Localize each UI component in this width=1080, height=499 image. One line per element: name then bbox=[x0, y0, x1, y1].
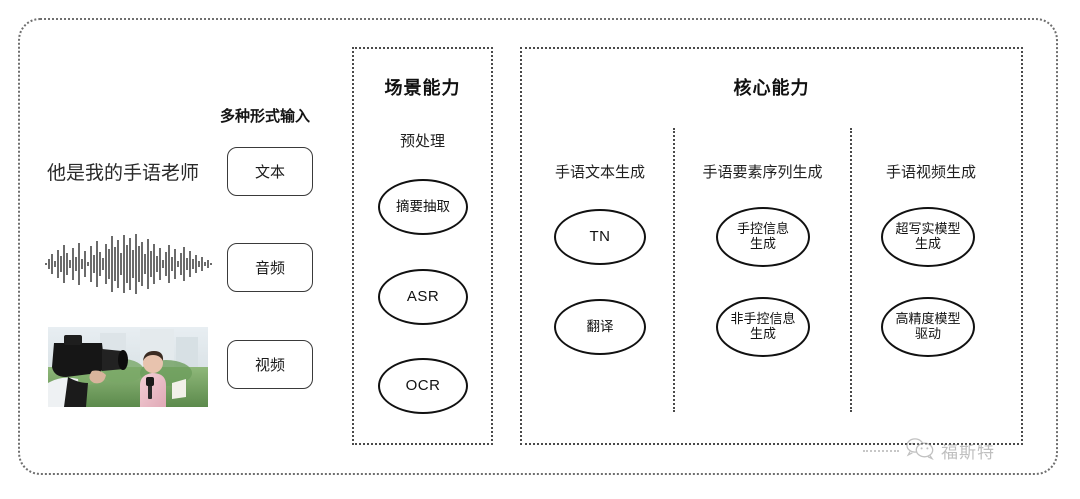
core-node-hyperreal-model[interactable]: 超写实模型生成 bbox=[881, 207, 975, 267]
core-node-manual-info-label: 手控信息生成 bbox=[736, 221, 789, 251]
modality-box-audio[interactable]: 音频 bbox=[227, 243, 313, 292]
core-node-nonmanual-info[interactable]: 非手控信息生成 bbox=[716, 297, 810, 357]
core-node-hyperreal-model-label: 超写实模型生成 bbox=[895, 221, 961, 251]
scene-capability-panel: 场景能力 预处理 摘要抽取 ASR OCR bbox=[352, 47, 493, 445]
scene-group-label-preprocess: 预处理 bbox=[399, 133, 445, 150]
sample-sentence-text: 他是我的手语老师 bbox=[47, 163, 200, 184]
core-node-highprecision-model[interactable]: 高精度模型驱动 bbox=[881, 297, 975, 357]
wechat-icon bbox=[905, 436, 935, 465]
core-node-nonmanual-info-label: 非手控信息生成 bbox=[730, 311, 796, 341]
core-panel-title: 核心能力 bbox=[733, 78, 810, 98]
scene-node-ocr-label: OCR bbox=[405, 377, 441, 395]
watermark-dotted-lead bbox=[863, 450, 899, 452]
core-column-label-text-generation: 手语文本生成 bbox=[554, 164, 645, 181]
modality-label-video: 视频 bbox=[254, 357, 285, 374]
scene-node-summary[interactable]: 摘要抽取 bbox=[378, 179, 468, 235]
core-node-translate-label: 翻译 bbox=[586, 319, 614, 335]
video-thumbnail-icon bbox=[48, 327, 208, 407]
scene-node-summary-label: 摘要抽取 bbox=[396, 199, 450, 215]
core-node-highprecision-model-label: 高精度模型驱动 bbox=[895, 311, 961, 341]
scene-panel-title: 场景能力 bbox=[384, 78, 461, 98]
watermark: 福斯特 bbox=[863, 436, 995, 465]
core-node-translate[interactable]: 翻译 bbox=[554, 299, 646, 355]
scene-node-asr[interactable]: ASR bbox=[378, 269, 468, 325]
input-section-heading: 多种形式输入 bbox=[220, 108, 311, 125]
core-column-label-element-sequence: 手语要素序列生成 bbox=[702, 164, 823, 181]
scene-node-asr-label: ASR bbox=[406, 288, 440, 306]
modality-box-text[interactable]: 文本 bbox=[227, 147, 313, 196]
core-node-tn-label: TN bbox=[589, 228, 611, 246]
core-column-divider-1 bbox=[673, 128, 675, 412]
modality-label-audio: 音频 bbox=[254, 260, 285, 277]
core-node-tn[interactable]: TN bbox=[554, 209, 646, 265]
modality-label-text: 文本 bbox=[254, 164, 285, 181]
modality-box-video[interactable]: 视频 bbox=[227, 340, 313, 389]
scene-node-ocr[interactable]: OCR bbox=[378, 358, 468, 414]
watermark-text: 福斯特 bbox=[941, 443, 995, 462]
waveform-icon bbox=[44, 232, 214, 296]
outer-dotted-frame bbox=[18, 18, 1058, 475]
core-column-label-video-generation: 手语视频生成 bbox=[885, 164, 976, 181]
core-node-manual-info[interactable]: 手控信息生成 bbox=[716, 207, 810, 267]
core-capability-panel: 核心能力 手语文本生成 TN 翻译 手语要素序列生成 手控信息生成 非手控信息生… bbox=[520, 47, 1023, 445]
core-column-divider-2 bbox=[850, 128, 852, 412]
